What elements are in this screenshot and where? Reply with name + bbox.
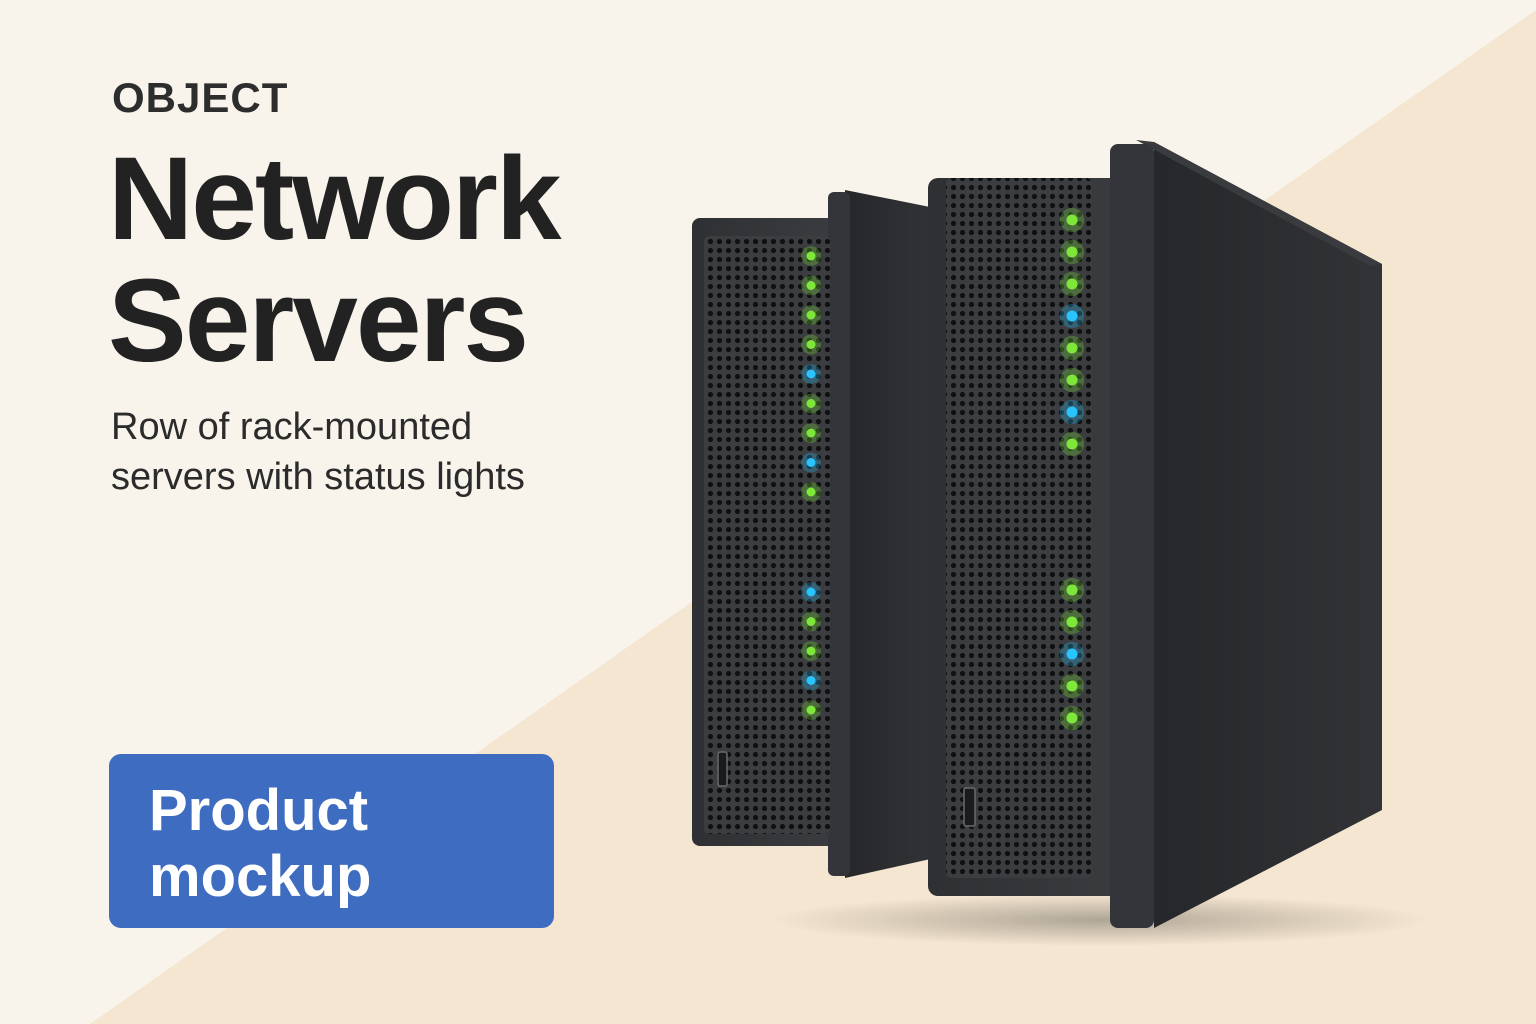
status-light-blue — [806, 676, 816, 685]
server-left-status-lights — [801, 246, 821, 720]
status-light-blue — [806, 369, 816, 379]
badge-line-1: Product — [149, 778, 369, 843]
server-shadow — [770, 894, 1430, 946]
status-light-green — [806, 281, 816, 290]
title-line-2: Servers — [108, 255, 529, 387]
server-right-port — [963, 787, 976, 827]
status-light-blue — [806, 587, 816, 597]
badge-line-2: mockup — [149, 844, 372, 909]
server-right-grille — [946, 178, 1092, 878]
status-light-blue — [1066, 648, 1078, 660]
status-light-green — [806, 487, 816, 497]
server-right-status-lights — [1059, 207, 1085, 731]
status-light-green — [1066, 584, 1078, 596]
servers-illustration — [692, 140, 1430, 946]
status-light-green — [1066, 438, 1078, 450]
status-light-green — [1066, 374, 1078, 386]
status-light-green — [1066, 214, 1078, 226]
title-line-1: Network — [108, 133, 562, 265]
subtitle: Row of rack-mounted servers with status … — [111, 402, 631, 502]
subtitle-line-1: Row of rack-mounted — [111, 406, 473, 448]
status-light-green — [806, 428, 816, 438]
server-right — [928, 140, 1382, 928]
status-light-green — [806, 251, 816, 261]
status-light-green — [806, 399, 816, 408]
server-right-top-edge — [1136, 140, 1382, 266]
status-light-green — [1066, 342, 1078, 354]
status-light-blue — [1066, 310, 1078, 322]
server-left — [692, 190, 935, 878]
subtitle-line-2: servers with status lights — [111, 456, 525, 498]
status-light-blue — [1066, 406, 1078, 418]
status-light-green — [806, 310, 816, 320]
status-light-green — [1066, 680, 1078, 692]
category-label: OBJECT — [112, 74, 289, 121]
status-light-green — [1066, 616, 1078, 628]
status-light-green — [1066, 278, 1078, 290]
status-light-green — [806, 340, 816, 349]
page-title: Network Servers — [108, 138, 668, 382]
product-mockup-badge: Product mockup — [109, 754, 554, 928]
status-light-green — [806, 617, 816, 626]
status-light-green — [1066, 712, 1078, 724]
server-left-side — [845, 190, 935, 878]
server-right-bezel — [1110, 144, 1154, 928]
status-light-blue — [806, 458, 816, 467]
server-left-grille — [704, 236, 830, 834]
status-light-green — [806, 646, 816, 656]
server-right-side — [1154, 142, 1382, 928]
server-left-bezel — [828, 192, 850, 876]
server-left-port — [717, 751, 728, 787]
status-light-green — [806, 705, 816, 715]
status-light-green — [1066, 246, 1078, 258]
